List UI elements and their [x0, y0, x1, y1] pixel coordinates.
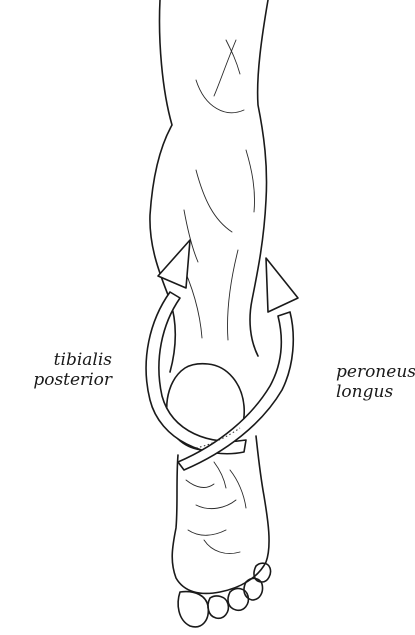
- peroneus-arrow-head: [266, 258, 298, 312]
- leg-texture: [184, 40, 255, 262]
- toe-5: [254, 563, 271, 582]
- toe-2: [208, 596, 228, 618]
- tibialis-posterior-arrow: [146, 240, 246, 454]
- tibialis-label-line-1: tibialis: [54, 350, 112, 370]
- peroneus-label-line-2: longus: [336, 382, 393, 402]
- tibialis-label-line-2: posterior: [33, 370, 112, 390]
- foot-creases: [186, 462, 246, 554]
- calf-contour: [180, 40, 244, 340]
- toe-3: [228, 589, 248, 611]
- peroneus-longus-label: peroneus longus: [336, 362, 415, 402]
- peroneus-label-line-1: peroneus: [336, 362, 415, 382]
- big-toe: [178, 592, 208, 627]
- toes: [178, 563, 270, 627]
- tibialis-posterior-label: tibialis posterior: [22, 350, 112, 390]
